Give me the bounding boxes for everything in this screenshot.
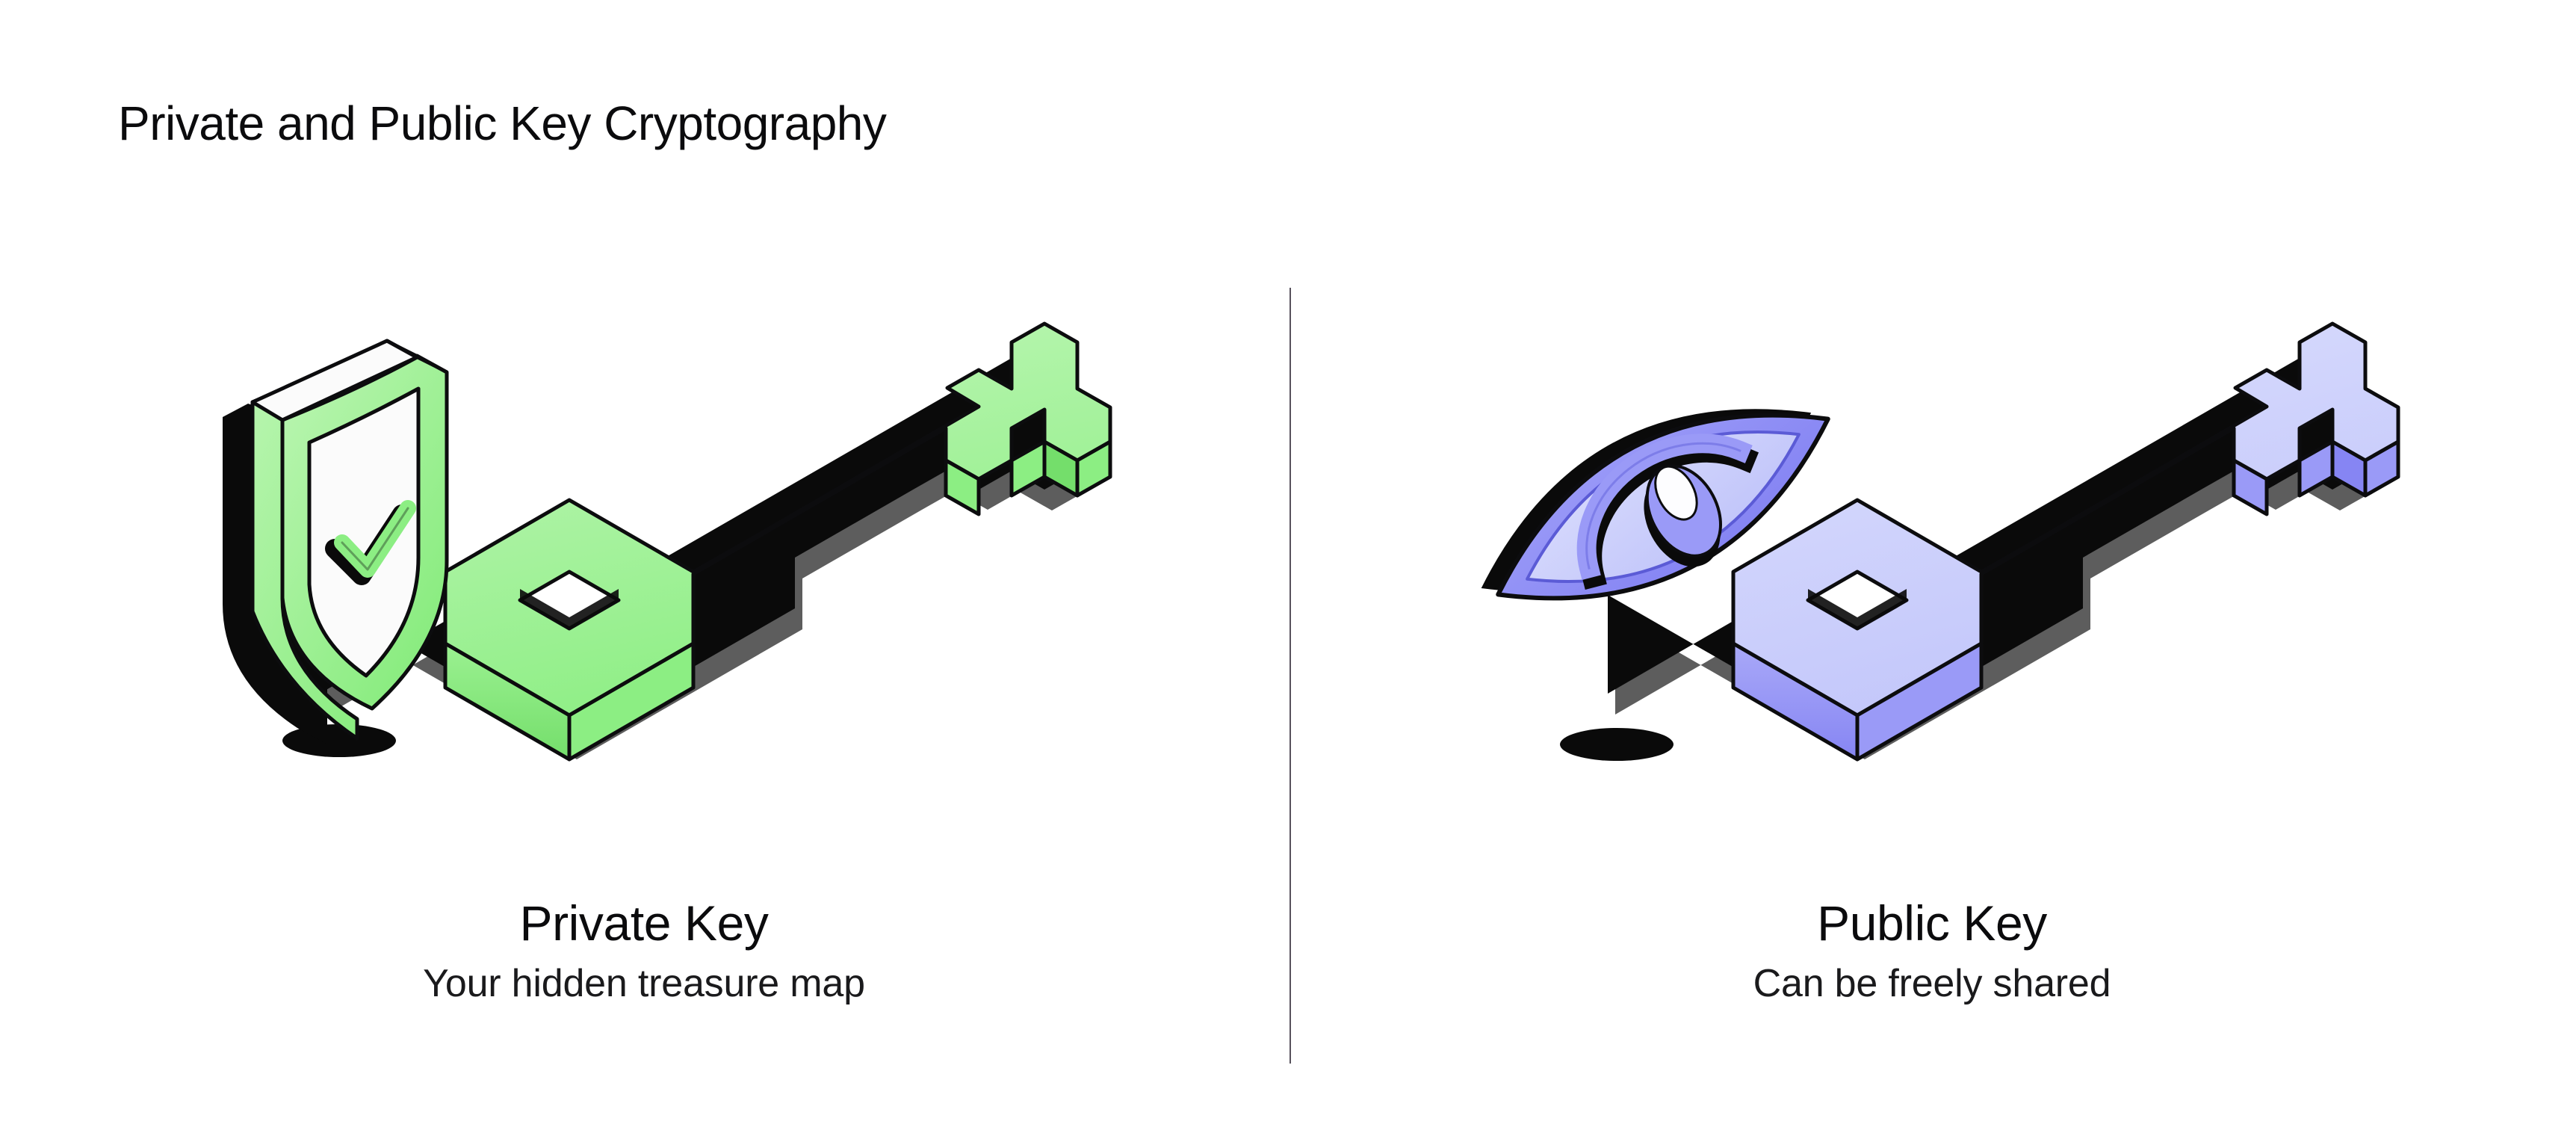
eye-highlight [1654,465,1698,521]
panel-private-key: Private Key Your hidden treasure map [0,247,1288,1091]
private-key-caption: Your hidden treasure map [423,962,865,1006]
check-icon [334,500,416,578]
public-key-illustration [1439,260,2425,858]
ground-shadow [282,724,396,757]
public-key-title: Public Key [1817,895,2047,951]
key-teeth-sides [944,439,1112,516]
key-side-right [1855,641,1984,762]
vertical-divider [1289,288,1291,1064]
key-comparison: Private Key Your hidden treasure map [0,247,2576,1091]
private-key-illustration [151,260,1137,858]
eye-icon [1481,409,1830,601]
page-title: Private and Public Key Cryptography [118,96,887,150]
private-key-labels: Private Key Your hidden treasure map [0,895,1288,1006]
public-key-caption: Can be freely shared [1753,962,2111,1006]
shield-check-icon [223,339,449,744]
eye-brow-arc [1576,433,1753,580]
key-body-shadow [320,358,1077,738]
ground-shadow [1560,728,1674,761]
key-side-right [567,641,696,762]
key-body-shadow [1608,358,2365,738]
panel-public-key: Public Key Can be freely shared [1288,247,2576,1091]
public-key-labels: Public Key Can be freely shared [1288,895,2576,1006]
private-key-title: Private Key [519,895,769,951]
key-teeth-sides [2232,439,2400,516]
